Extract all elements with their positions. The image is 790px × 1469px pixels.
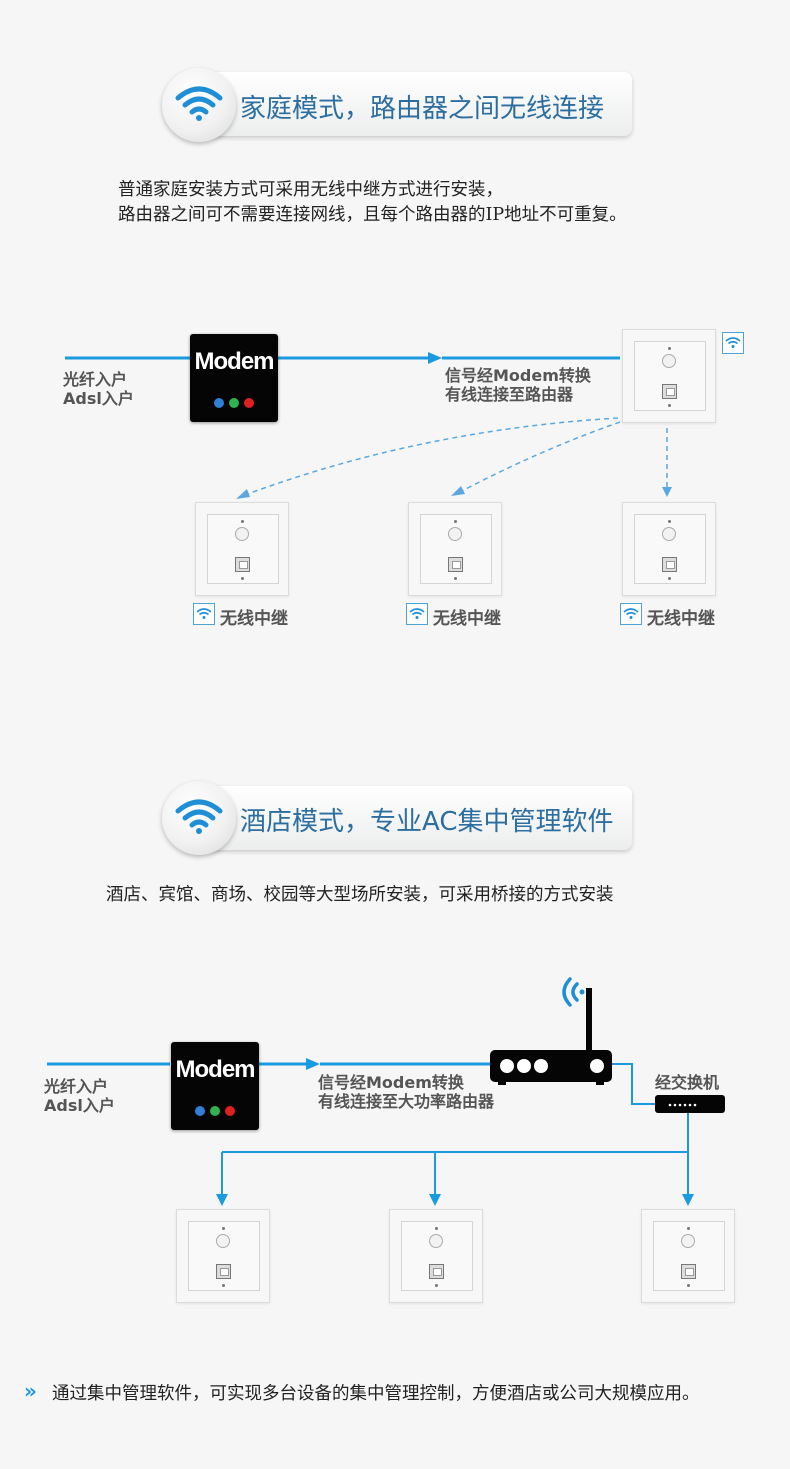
section1-modem: Modem <box>190 334 278 422</box>
section2-header <box>182 786 632 850</box>
section2-input-label-line1: 光纤入户 <box>44 1077 109 1096</box>
section1-header <box>182 72 632 136</box>
bridge-panel-1 <box>176 1209 270 1303</box>
section1-main-wifi-icon <box>722 332 744 354</box>
switch-label: 经交换机 <box>655 1073 720 1092</box>
section2-input-label-line2: Adsl入户 <box>44 1096 115 1115</box>
led-blue <box>214 398 224 408</box>
led-blue <box>195 1106 205 1116</box>
relay-panel-3 <box>622 502 716 596</box>
router-icon <box>490 1050 612 1082</box>
relay-3-wifi-icon <box>620 603 642 625</box>
relay-3-label: 无线中继 <box>647 609 715 629</box>
footer-text: 通过集中管理软件，可实现多台设备的集中管理控制，方便酒店或公司大规模应用。 <box>52 1384 700 1404</box>
section1-title: 家庭模式，路由器之间无线连接 <box>240 94 605 124</box>
footer-marker-icon: » <box>24 1379 37 1403</box>
section1-desc-line2: 路由器之间可不需要连接网线，且每个路由器的IP地址不可重复。 <box>118 205 627 225</box>
relay-1-wifi-icon <box>193 603 215 625</box>
led-green <box>210 1106 220 1116</box>
section1-signal-label-line2: 有线连接至路由器 <box>445 385 574 404</box>
section2-desc: 酒店、宾馆、商场、校园等大型场所安装，可采用桥接的方式安装 <box>106 885 614 905</box>
modem-label: Modem <box>175 1056 256 1083</box>
section1-input-label-line2: Adsl入户 <box>63 389 134 408</box>
relay-1-label: 无线中继 <box>220 609 288 629</box>
bridge-panel-2 <box>389 1209 483 1303</box>
led-red <box>244 398 254 408</box>
led-red <box>225 1106 235 1116</box>
section1-signal-label-line1: 信号经Modem转换 <box>445 366 591 385</box>
router-antenna-icon <box>562 977 592 1052</box>
modem-label: Modem <box>194 348 275 375</box>
led-green <box>229 398 239 408</box>
section1-desc-line1: 普通家庭安装方式可采用无线中继方式进行安装， <box>118 180 503 200</box>
relay-panel-2 <box>408 502 502 596</box>
section2-connections <box>47 1058 694 1206</box>
section2-signal-label-line2: 有线连接至大功率路由器 <box>318 1092 495 1111</box>
section2-modem: Modem <box>171 1042 259 1130</box>
relay-2-label: 无线中继 <box>433 609 501 629</box>
relay-panel-1 <box>195 502 289 596</box>
section1-connections <box>65 352 672 499</box>
relay-2-wifi-icon <box>406 603 428 625</box>
switch-icon <box>655 1095 725 1113</box>
bridge-panel-3 <box>641 1209 735 1303</box>
section2-wifi-badge <box>162 781 236 855</box>
section2-signal-label-line1: 信号经Modem转换 <box>318 1073 464 1092</box>
wifi-icon <box>175 86 223 121</box>
section1-wifi-badge <box>162 68 236 142</box>
section2-title: 酒店模式，专业AC集中管理软件 <box>240 807 614 837</box>
wifi-icon <box>175 799 223 834</box>
section1-main-panel <box>622 329 716 423</box>
section1-input-label-line1: 光纤入户 <box>63 370 128 389</box>
